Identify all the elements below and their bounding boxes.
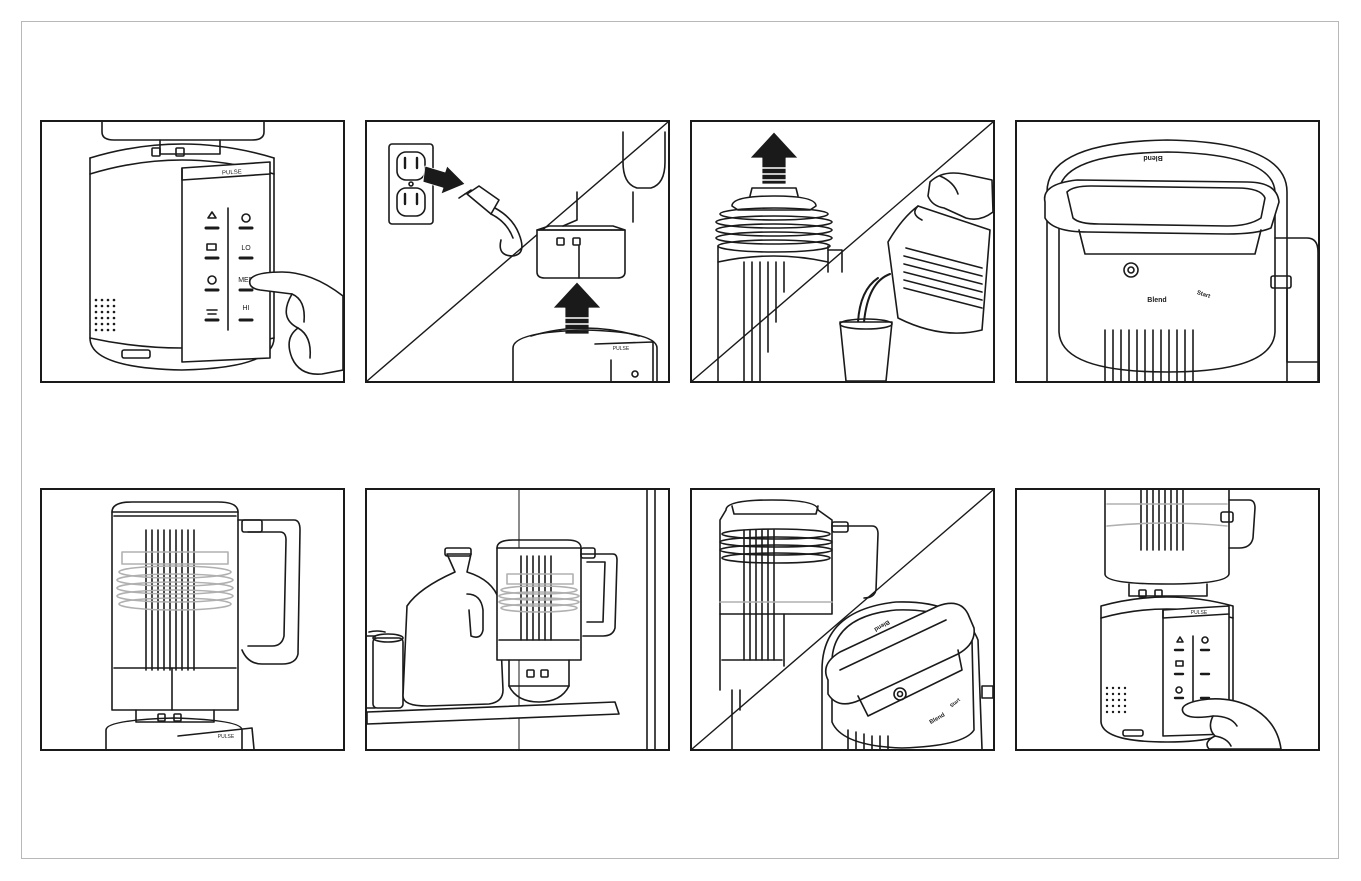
- jar-handle: [1271, 238, 1318, 381]
- power-plug: [459, 186, 522, 256]
- jar-lifted: [537, 132, 665, 278]
- wall-outlet: [389, 144, 433, 224]
- lid-lifted: [716, 188, 832, 252]
- fridge-shelf: [367, 702, 619, 724]
- panel-5-jar-on-base: PULSE: [40, 488, 345, 751]
- panel-6-refrigerator-storage: [365, 488, 670, 751]
- blender-jar: [718, 246, 842, 381]
- arrow-lift-lid-icon: [750, 132, 798, 184]
- pulse-label: PULSE: [613, 346, 630, 352]
- milk-jug: [403, 548, 503, 706]
- arrow-unplug-icon: [423, 166, 465, 194]
- panel-3-remove-lid-pour: [690, 120, 995, 383]
- soda-cans: [367, 631, 403, 708]
- vent-dots: [95, 299, 116, 332]
- glass: [840, 319, 892, 381]
- speed-hi-label: HI: [243, 305, 250, 312]
- blender-jar: [112, 502, 300, 710]
- panel-1-press-speed: PULSE LO MED HI: [40, 120, 345, 383]
- blender-jar: [497, 540, 617, 702]
- lid-closeup: Blend Blend Start: [822, 602, 993, 749]
- pulse-label: PULSE: [218, 734, 235, 740]
- lid-blend-bottom-label: Blend: [1147, 297, 1166, 304]
- panel-7-lid-closeup: Blend Blend Start: [690, 488, 995, 751]
- blender-jar: [1105, 490, 1255, 584]
- pulse-label: PULSE: [1191, 610, 1208, 616]
- pitcher: [888, 206, 990, 333]
- panel-2-unplug-lift-jar: PULSE: [365, 120, 670, 383]
- blender-base: PULSE: [513, 328, 657, 381]
- lid-blend-top-label: Blend: [1143, 154, 1162, 161]
- panel-4-lid-top-view: Blend Blend Start: [1015, 120, 1320, 383]
- arrow-lift-icon: [553, 282, 601, 334]
- speed-lo-label: LO: [241, 245, 251, 252]
- panel-8-press-start: PULSE: [1015, 488, 1320, 751]
